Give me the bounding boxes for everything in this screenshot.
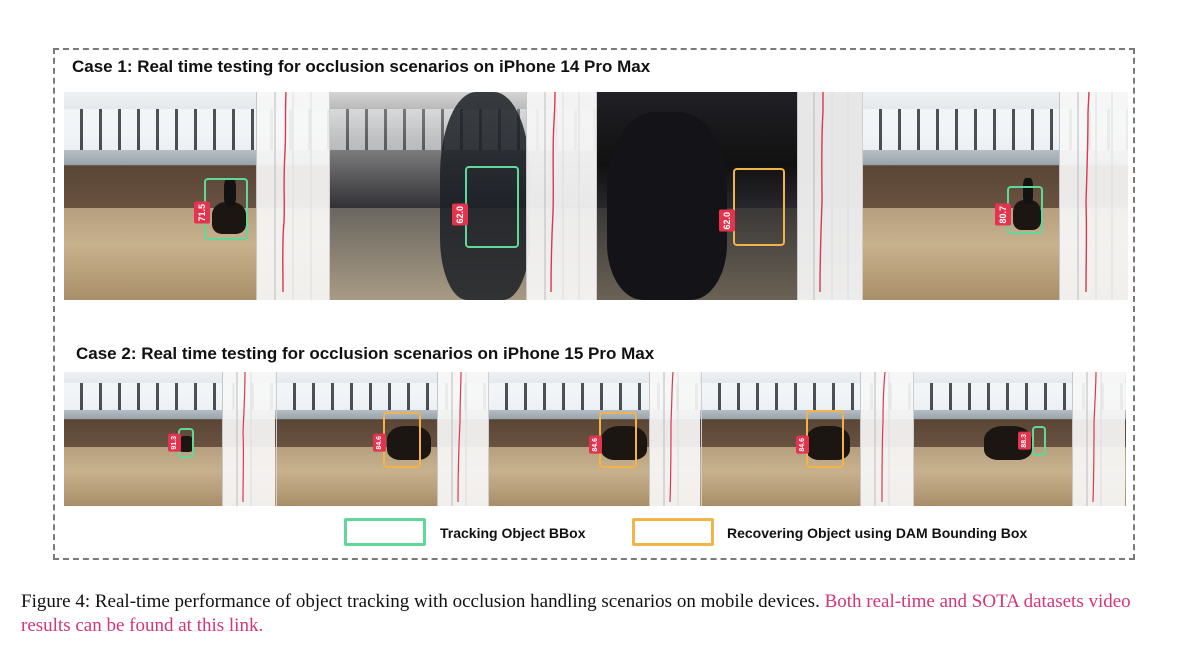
fps-graph (874, 372, 890, 506)
fps-stats-panel (1058, 92, 1128, 300)
fps-graph (544, 92, 580, 300)
case2-frame-5: 88.3 (914, 372, 1126, 506)
legend-tracking-label: Tracking Object BBox (440, 525, 586, 541)
fps-graph (236, 372, 252, 506)
horse (601, 426, 648, 460)
horse (386, 426, 431, 460)
recover-bbox (805, 410, 844, 468)
case1-frame-2: 62.0 (330, 92, 597, 300)
fps-graph (451, 372, 467, 506)
fps-graph (1086, 372, 1102, 506)
score-badge: 84.6 (372, 434, 386, 452)
fps-stats-panel (436, 372, 488, 506)
score-badge: 84.6 (589, 436, 603, 454)
fps-graph (1077, 92, 1113, 300)
score-badge: 88.3 (1018, 432, 1032, 450)
caption-text: Figure 4: Real-time performance of objec… (21, 591, 820, 612)
fps-graph (663, 372, 679, 506)
horse (1012, 200, 1041, 230)
horse-occluder (440, 92, 531, 300)
case1-frames: 71.5 62.0 (64, 92, 1128, 300)
score-badge: 62.0 (452, 204, 469, 226)
case2-frames: 91.3 84.6 84.6 (64, 372, 1126, 506)
fps-stats-panel (526, 92, 596, 300)
fps-stats-panel (222, 372, 275, 506)
case2-title: Case 2: Real time testing for occlusion … (76, 344, 655, 363)
rider (224, 178, 236, 206)
case1-frame-3: 62.0 (596, 92, 863, 300)
score-badge: 91.3 (168, 434, 181, 452)
legend-recover-label: Recovering Object using DAM Bounding Box (727, 525, 1028, 541)
figure-frame (53, 48, 1135, 560)
case1-title: Case 1: Real time testing for occlusion … (72, 57, 651, 76)
fps-stats-panel (796, 92, 862, 300)
tracking-bbox (1006, 186, 1043, 234)
case2-frame-4: 84.6 (701, 372, 915, 506)
figure-caption: Figure 4: Real-time performance of objec… (21, 590, 1171, 638)
score-badge: 80.7 (994, 204, 1011, 226)
caption-link[interactable]: Both real-time and SOTA datasets video r… (21, 591, 1131, 636)
recover-bbox (382, 412, 421, 468)
fps-stats-panel (1072, 372, 1126, 506)
fps-stats-panel (256, 92, 329, 300)
horse-occluder (606, 112, 727, 300)
tracking-bbox (465, 166, 520, 248)
fps-stats-panel (649, 372, 701, 506)
case2-frame-1: 91.3 (64, 372, 277, 506)
tracking-bbox (1032, 426, 1047, 456)
recover-bbox (732, 168, 785, 246)
fps-graph (274, 92, 312, 300)
score-badge: 84.6 (795, 436, 809, 454)
horse (178, 436, 194, 452)
tracking-bbox (204, 178, 248, 240)
score-badge: 71.5 (194, 202, 210, 224)
score-badge: 62.0 (718, 210, 735, 232)
case1-frame-1: 71.5 (64, 92, 331, 300)
horse (212, 202, 246, 234)
rider (1022, 178, 1033, 204)
legend-tracking-swatch (344, 518, 426, 546)
legend-recover-swatch (632, 518, 714, 546)
fps-stats-panel (859, 372, 913, 506)
recover-bbox (599, 412, 638, 468)
case2-frame-3: 84.6 (489, 372, 702, 506)
case2-frame-2: 84.6 (276, 372, 490, 506)
case1-frame-4: 80.7 (862, 92, 1128, 300)
fps-graph (813, 92, 848, 300)
